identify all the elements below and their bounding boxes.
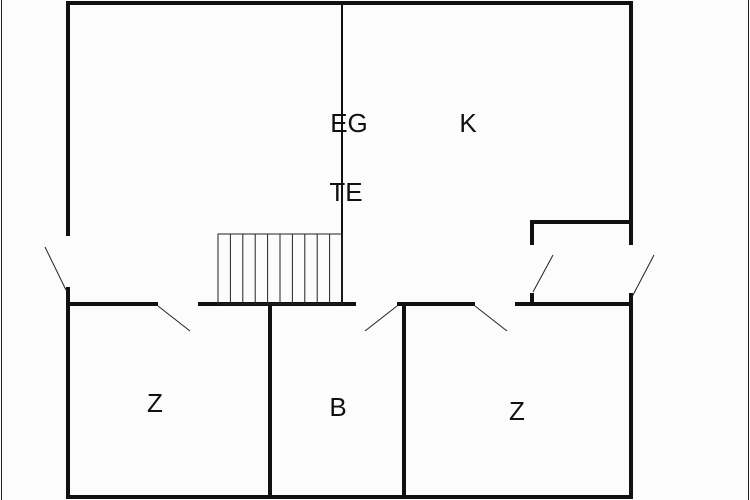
- door-swings: [44, 246, 655, 332]
- room-label-te: TE: [329, 177, 362, 207]
- interior-walls: [68, 3, 631, 497]
- room-label-k: K: [459, 108, 477, 138]
- room-label-b: B: [329, 392, 346, 422]
- room-label-eg: EG: [330, 108, 368, 138]
- outer-walls: [66, 1, 633, 499]
- staircase: [217, 233, 343, 305]
- room-label-z-right: Z: [509, 396, 525, 426]
- room-label-z-left: Z: [147, 388, 163, 418]
